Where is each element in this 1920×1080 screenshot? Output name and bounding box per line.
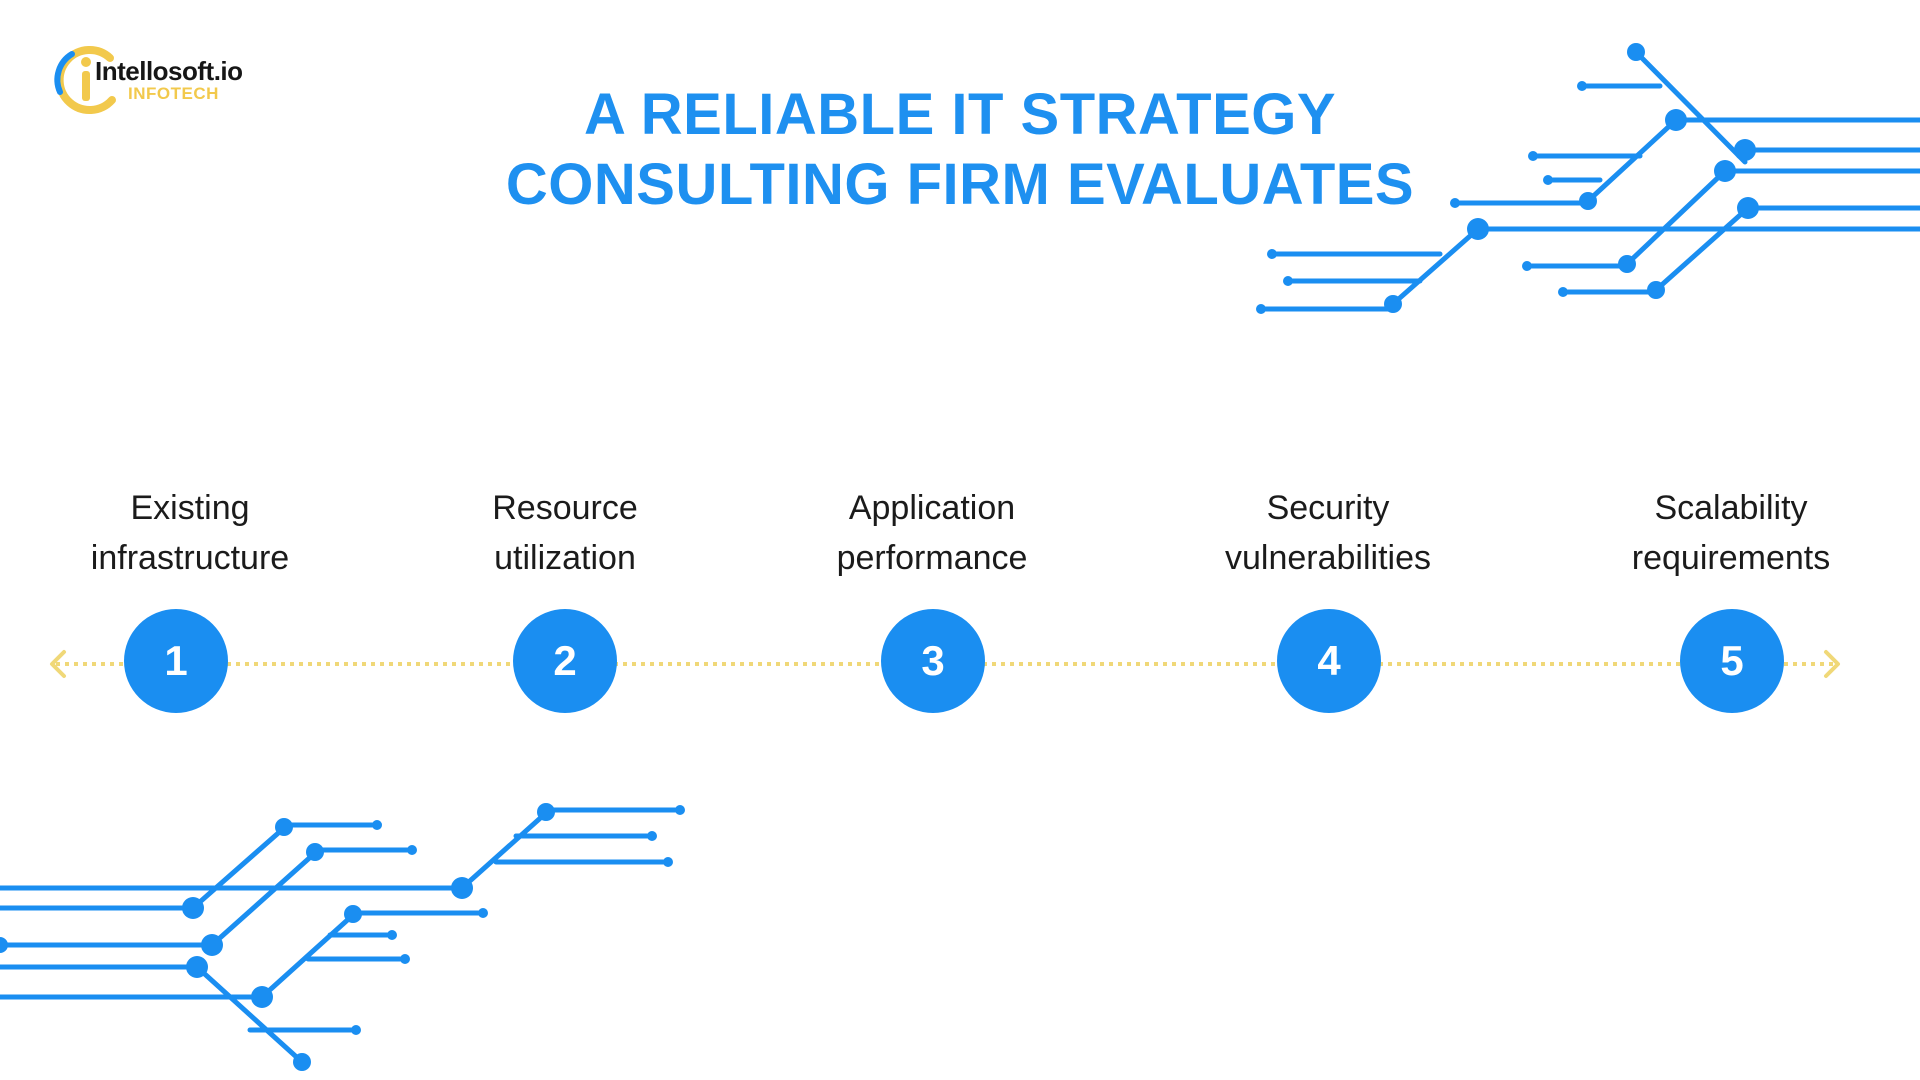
step-label-line: infrastructure	[90, 539, 290, 577]
title-line-2: CONSULTING FIRM EVALUATES	[505, 152, 1415, 217]
step-label-line: vulnerabilities	[1225, 539, 1431, 577]
step-label-line: Scalability	[1654, 489, 1808, 527]
step-label-5: Scalability requirements	[1581, 483, 1881, 583]
step-label-line: performance	[836, 539, 1028, 577]
logo-tagline: INFOTECH	[128, 84, 219, 103]
step-number-5: 5	[1680, 609, 1784, 713]
arrow-right-icon	[1824, 650, 1840, 678]
step-label-line: utilization	[494, 539, 636, 577]
step-label-3: Application performance	[782, 483, 1082, 583]
step-number-2: 2	[513, 609, 617, 713]
step-label-line: requirements	[1631, 539, 1831, 577]
arrow-left-icon	[50, 650, 66, 678]
step-label-line: Application	[848, 489, 1016, 527]
step-label-4: Security vulnerabilities	[1178, 483, 1478, 583]
step-label-1: Existing infrastructure	[40, 483, 340, 583]
company-logo: Intellosoft.io INFOTECH	[52, 40, 282, 118]
step-number-1: 1	[124, 609, 228, 713]
step-label-line: Security	[1266, 489, 1390, 527]
title-line-1: A RELIABLE IT STRATEGY	[583, 82, 1337, 147]
step-label-2: Resource utilization	[415, 483, 715, 583]
step-number-3: 3	[881, 609, 985, 713]
page-title: A RELIABLE IT STRATEGY CONSULTING FIRM E…	[410, 80, 1510, 220]
step-label-line: Existing	[130, 489, 250, 527]
logo-ring-icon	[54, 46, 116, 114]
logo-name: Intellosoft.io	[95, 56, 243, 86]
step-label-line: Resource	[492, 489, 638, 527]
step-number-4: 4	[1277, 609, 1381, 713]
